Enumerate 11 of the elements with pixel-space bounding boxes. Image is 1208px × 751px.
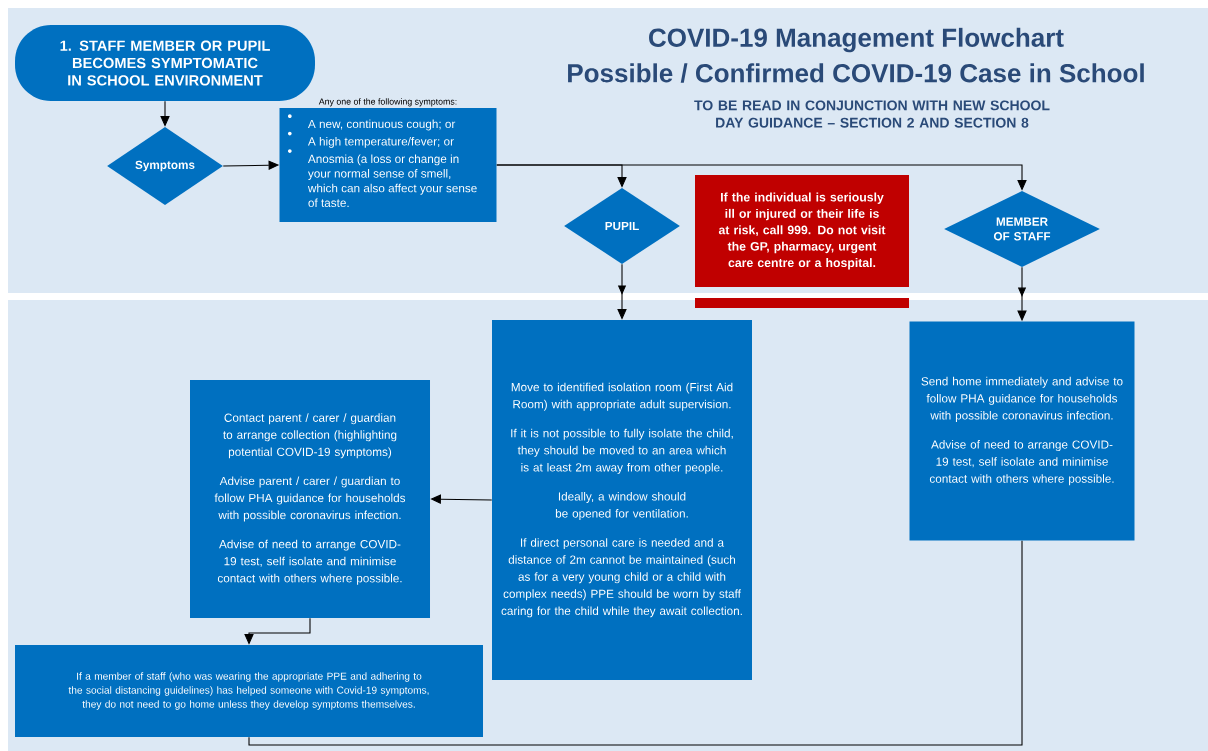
note: TO BE READ IN CONJUNCTION WITH NEW SCHOOL DAY GUIDANCE – SECTION 2 AND SECTION 8 — [694, 100, 1050, 128]
warning-box: If the individual is seriously ill or injured or their life is at risk, call 999. Do not visit the GP, pharmacy, urgent care centre or a hospital. — [695, 175, 909, 308]
process-box: Move to identified isolation room (First Aid Room) with appropriate adult supervision. If it is not possible to fully isolate the child, they should be moved to an area which is at least 2m away from other people. Ideally, a window should be opened for ventilation. If direct personal care is needed and a distance of 2m cannot be maintained (such as for a very young child or a child with complex needs) PPE should be worn by staff caring for the child while they await collection. — [492, 320, 752, 680]
process-box: If a member of staff (who was wearing the appropriate PPE and adhering to the social distancing guidelines) has helped someone with Covid-19 symptoms, they do not need to go home unless they develop symptoms themselves. — [15, 645, 483, 737]
box-heading: Any one of the following symptoms: — [318, 98, 457, 107]
process-box: Send home immediately and advise to follow PHA guidance for households with possible coronavirus infection. Advise of need to arrange COVID-19 test, self isolate and minimise contact with others where possible. — [909, 321, 1135, 541]
process-box: Contact parent / carer / guardian to arrange collection (highlighting potential COVID-19 symptoms) Advise parent / carer / guardian to follow PHA guidance for households with possible coronavirus infection. Advise of need to arrange COVID-19 test, self isolate and minimise contact with others where possible. — [190, 380, 430, 618]
connector-line — [248, 540, 1023, 746]
title: COVID-19 Management Flowchart — [649, 27, 1064, 53]
symptom-box: A new, continuous cough; or A high temperature/fever; or Anosmia (a loss or change in your normal sense of smell, which can also affect your sense of taste. — [279, 108, 497, 222]
subtitle: Possible / Confirmed COVID-19 Case in School — [568, 63, 1144, 83]
